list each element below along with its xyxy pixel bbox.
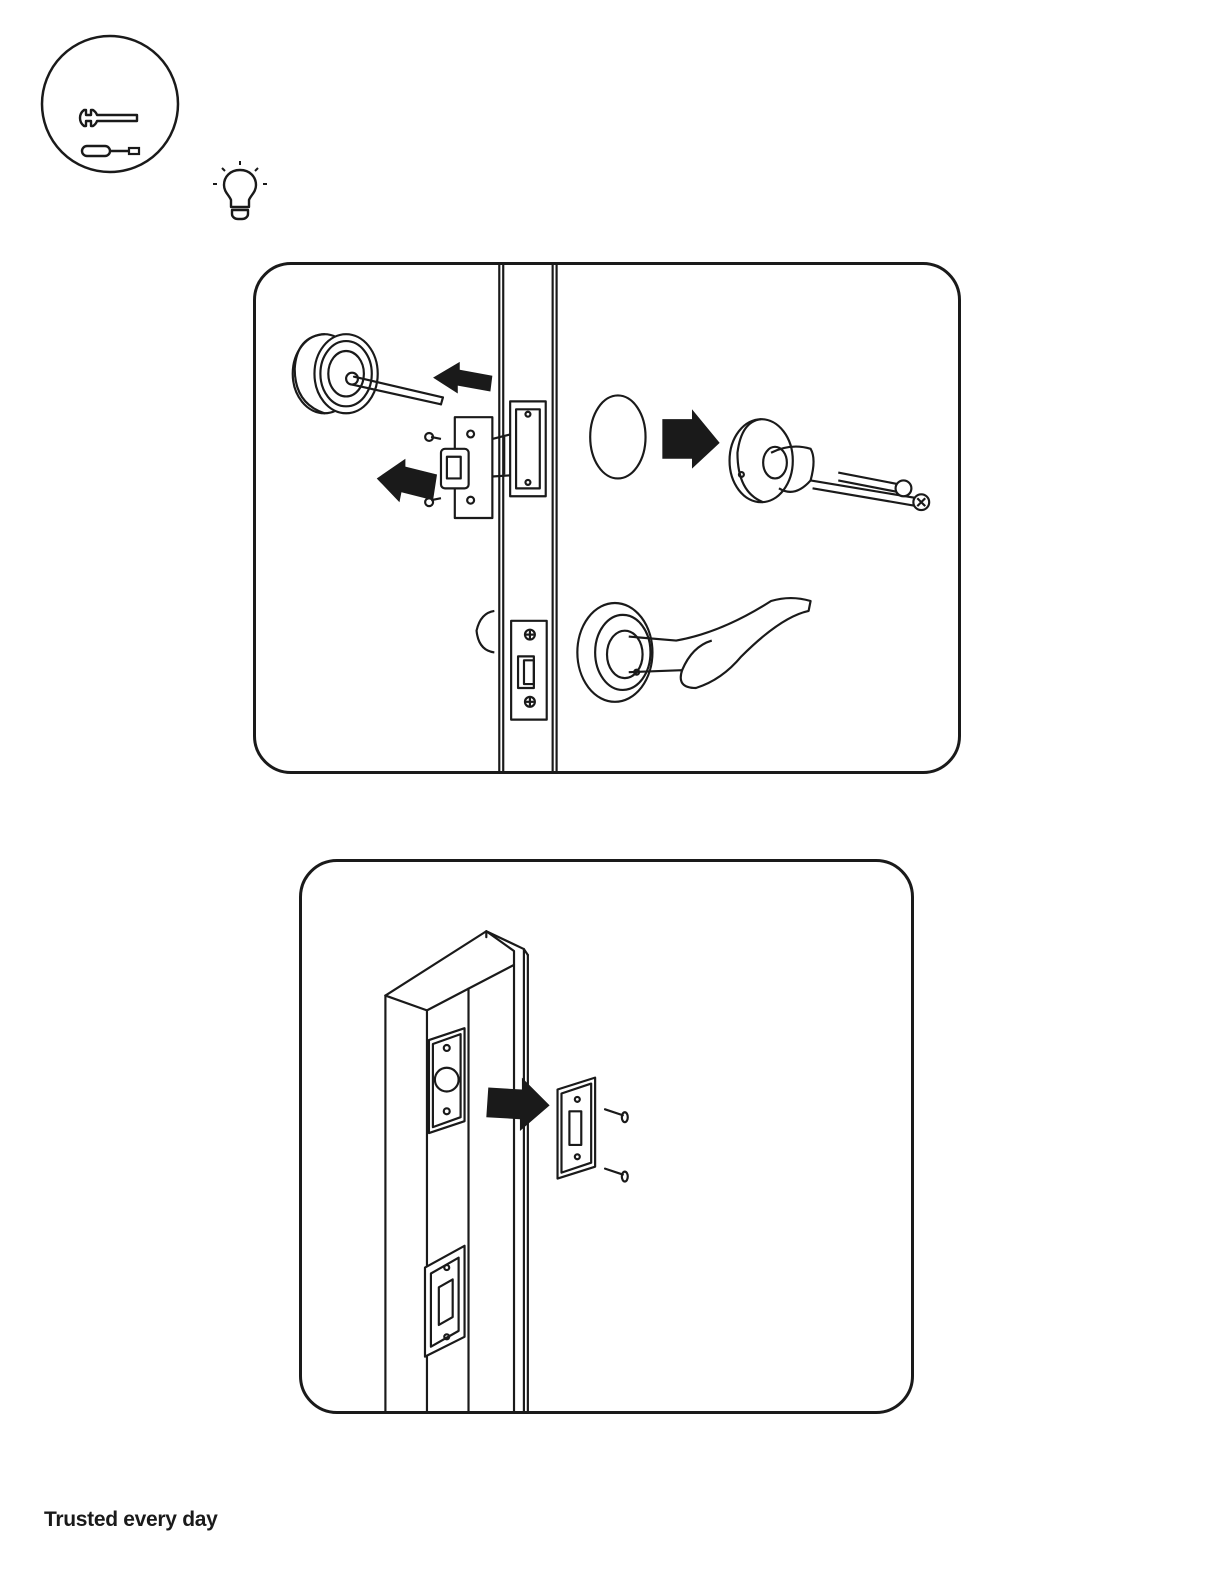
- door-hardware-removal-illustration: [256, 265, 958, 771]
- illustration-panel-remove-lock: [253, 262, 961, 774]
- tools-badge: [40, 34, 180, 174]
- door-frame-strike-plate-illustration: [302, 862, 911, 1411]
- lightbulb-icon: [210, 160, 270, 222]
- wrench-screwdriver-icon: [40, 34, 180, 174]
- illustration-panel-strike-plate: [299, 859, 914, 1414]
- footer-tagline: Trusted every day: [44, 1508, 218, 1532]
